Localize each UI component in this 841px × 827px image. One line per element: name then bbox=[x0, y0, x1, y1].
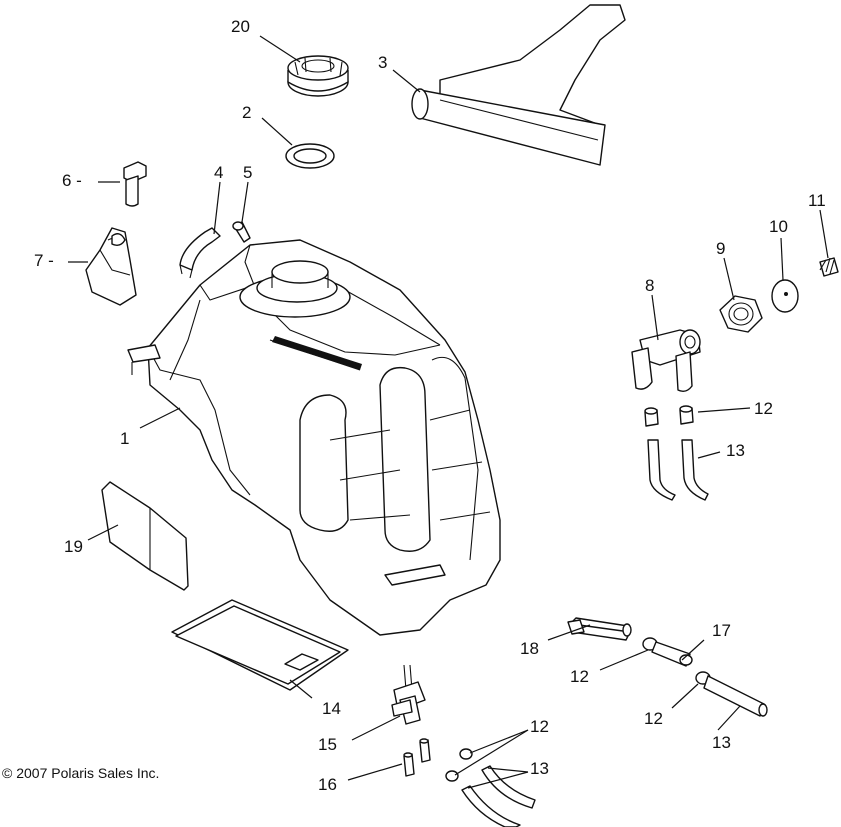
part-20-cap bbox=[287, 55, 349, 97]
callout-7: 7 - bbox=[34, 251, 54, 270]
callout-4: 4 bbox=[214, 163, 223, 182]
callout-13-tube: 13 bbox=[712, 733, 731, 752]
callout-13-lower: 13 bbox=[530, 759, 549, 778]
callout-12-valve: 12 bbox=[754, 399, 773, 418]
callout-12-connector: 12 bbox=[570, 667, 589, 686]
part-10-disc bbox=[771, 279, 799, 313]
callout-12-lower: 12 bbox=[530, 717, 549, 736]
callout-9: 9 bbox=[716, 239, 725, 258]
callout-20: 20 bbox=[231, 17, 250, 36]
callout-13-valve: 13 bbox=[726, 441, 745, 460]
callout-16: 16 bbox=[318, 775, 337, 794]
part-11-screw bbox=[819, 257, 839, 277]
part-13-hoses-lower bbox=[461, 765, 536, 827]
leader-lines bbox=[68, 35, 829, 789]
callout-labels: 20 3 2 6 - 4 5 7 - 11 10 9 8 1 12 13 19 … bbox=[34, 17, 826, 794]
part-18-tube bbox=[567, 617, 632, 641]
part-9-nut bbox=[719, 295, 763, 333]
callout-11: 11 bbox=[808, 191, 826, 210]
copyright-notice: © 2007 Polaris Sales Inc. bbox=[2, 765, 159, 781]
callout-8: 8 bbox=[645, 276, 654, 295]
callout-6: 6 - bbox=[62, 171, 82, 190]
part-2-ring bbox=[285, 143, 335, 169]
fuel-tank bbox=[127, 239, 501, 636]
part-6-bolt bbox=[123, 161, 147, 207]
part-13-tube-right bbox=[695, 671, 768, 717]
part-19-sheet bbox=[101, 481, 189, 591]
callout-10: 10 bbox=[769, 217, 788, 236]
part-8-valve bbox=[631, 329, 701, 393]
part-17-connector bbox=[642, 637, 693, 667]
callout-1: 1 bbox=[120, 429, 129, 448]
part-12-clamps-lower bbox=[445, 748, 473, 782]
part-5-fitting bbox=[232, 221, 251, 243]
callout-3: 3 bbox=[378, 53, 387, 72]
callout-12-tube: 12 bbox=[644, 709, 663, 728]
part-15-pump bbox=[391, 664, 426, 725]
callout-18: 18 bbox=[520, 639, 539, 658]
part-4-hose bbox=[179, 227, 221, 279]
part-16-pins bbox=[403, 738, 431, 777]
callout-19: 19 bbox=[64, 537, 83, 556]
callout-15: 15 bbox=[318, 735, 337, 754]
callout-5: 5 bbox=[243, 163, 252, 182]
callout-2: 2 bbox=[242, 103, 251, 122]
part-13-hoses-valve bbox=[647, 439, 709, 501]
callout-14: 14 bbox=[322, 699, 341, 718]
part-7-bracket bbox=[85, 227, 137, 306]
part-3-tube bbox=[411, 4, 626, 166]
callout-17: 17 bbox=[712, 621, 731, 640]
part-12-clamps-valve bbox=[644, 405, 694, 427]
part-14-pad bbox=[171, 599, 349, 691]
